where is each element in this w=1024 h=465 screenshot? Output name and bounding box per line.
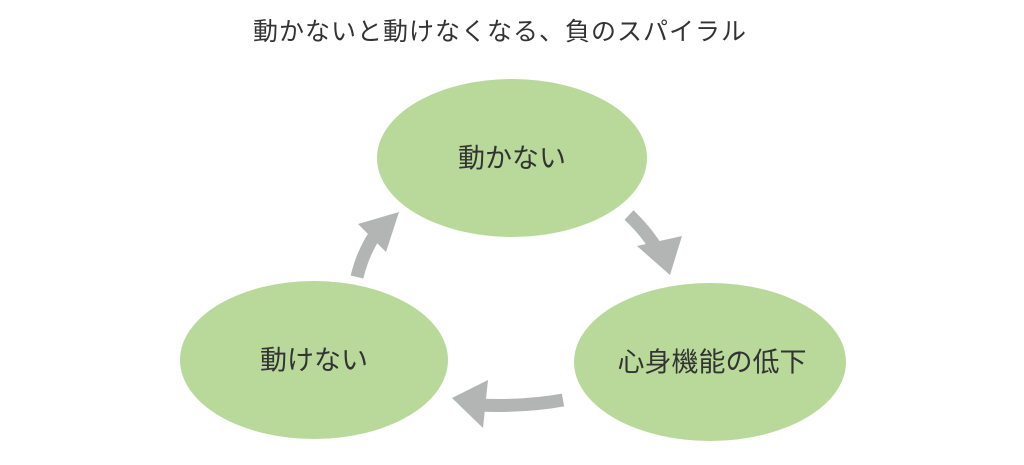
node-right: 心身機能の低下 — [574, 283, 846, 441]
arrow-left-to-top — [350, 212, 399, 279]
node-right-ellipse — [574, 283, 846, 441]
node-left: 動けない — [180, 281, 448, 439]
node-top-label: 動かない — [458, 144, 566, 175]
arrow-left-to-top-head — [358, 212, 399, 252]
node-top: 動かない — [377, 79, 647, 237]
node-top-ellipse — [377, 79, 647, 237]
arrow-right-to-left-shaft — [477, 393, 565, 412]
arrow-top-to-right — [624, 210, 682, 275]
node-left-ellipse — [180, 281, 448, 439]
node-left-label: 動けない — [260, 346, 368, 377]
arrow-right-to-left — [452, 380, 565, 428]
diagram-title: 動かないと動けなくなる、負のスパイラル — [252, 17, 747, 46]
arrow-right-to-left-head — [452, 380, 488, 428]
node-right-label: 心身機能の低下 — [618, 348, 807, 379]
arrow-top-to-right-head — [637, 236, 682, 275]
